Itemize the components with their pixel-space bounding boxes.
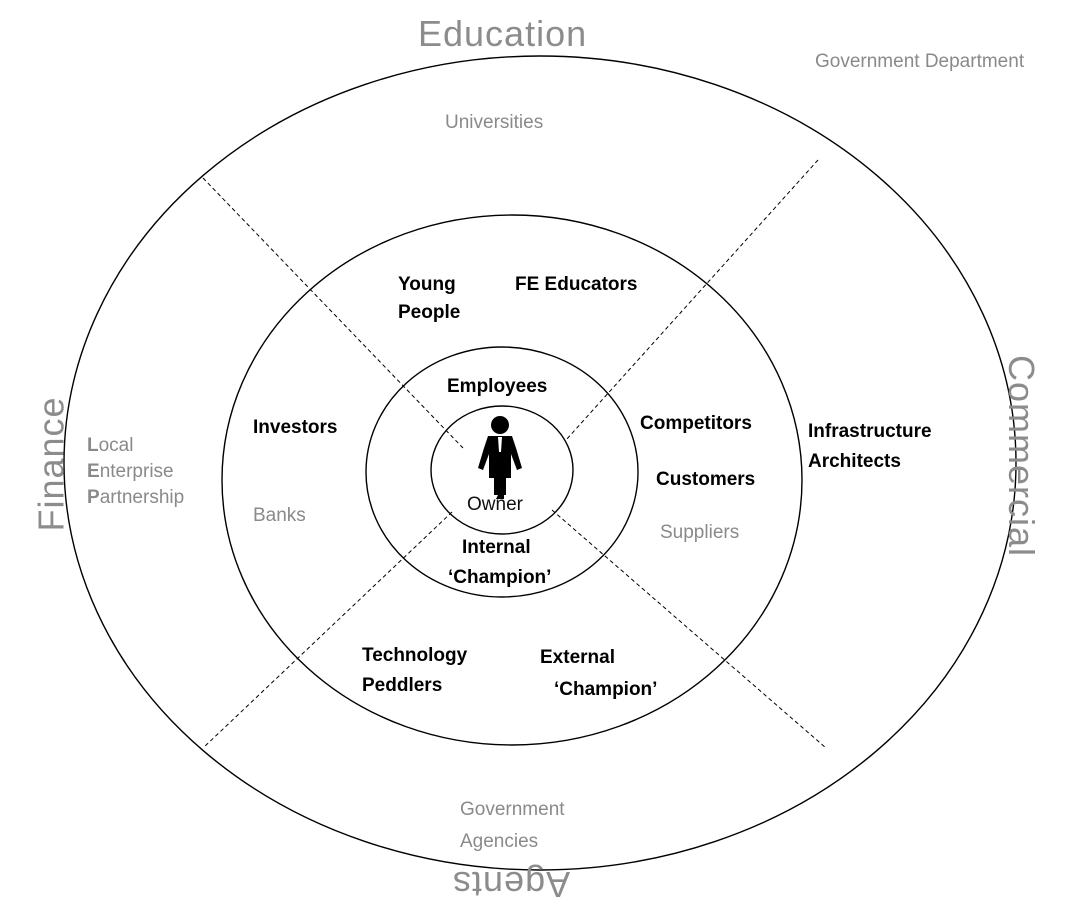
outer-ring xyxy=(63,55,1017,871)
divider-bottom-right xyxy=(551,509,827,749)
investors-label: Investors xyxy=(253,417,338,438)
fe-educators-label: FE Educators xyxy=(515,274,638,295)
technology-peddlers-label: Technology Peddlers xyxy=(362,645,468,696)
businessman-icon xyxy=(478,416,522,499)
lep-line-partnership: Partnership xyxy=(87,487,185,508)
government-department-label: Government Department xyxy=(815,51,1025,72)
local-enterprise-partnership-label: Local Enterprise Partnership xyxy=(87,433,184,511)
employees-label: Employees xyxy=(447,376,548,397)
infrastructure-architects-label: Infrastructure Architects xyxy=(808,421,932,472)
banks-label: Banks xyxy=(253,505,306,526)
sector-agents-title: Agents xyxy=(452,864,571,905)
internal-champion-label: Internal ‘Champion’ xyxy=(448,537,552,588)
young-people-label: Young People xyxy=(398,274,461,323)
sector-education-title: Education xyxy=(418,13,588,54)
suppliers-label: Suppliers xyxy=(660,522,740,543)
divider-top-right xyxy=(565,159,819,441)
customers-label: Customers xyxy=(656,469,756,490)
external-champion-label: External ‘Champion’ xyxy=(540,647,658,700)
owner-label: Owner xyxy=(467,494,523,515)
divider-bottom-left xyxy=(202,511,453,749)
middle-ring xyxy=(221,214,803,746)
lep-line-enterprise: Enterprise xyxy=(87,461,174,482)
competitors-label: Competitors xyxy=(640,413,752,434)
sector-commercial-title: Commercial xyxy=(1001,354,1043,558)
center-circle xyxy=(430,405,574,535)
sector-finance-title: Finance xyxy=(30,396,72,532)
inner-ring xyxy=(365,346,639,598)
government-agencies-label: Government Agencies xyxy=(460,799,565,852)
universities-label: Universities xyxy=(445,112,544,133)
lep-line-local: Local xyxy=(87,435,134,456)
